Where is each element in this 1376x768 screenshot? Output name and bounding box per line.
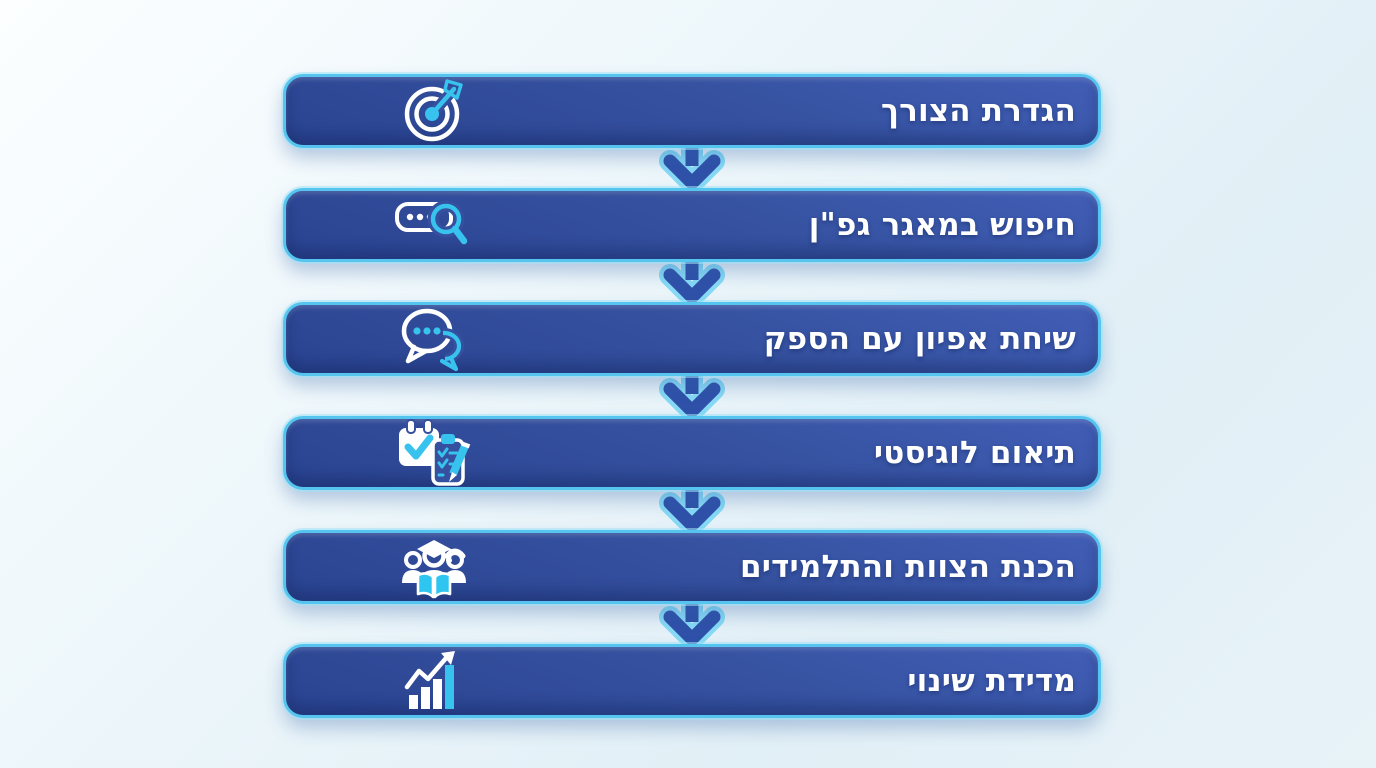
step-label: שיחת אפיון עם הספק bbox=[763, 321, 1076, 357]
flow-connector bbox=[283, 372, 1101, 422]
target-icon bbox=[394, 75, 474, 147]
step-bar-define-need: הגדרת הצורך bbox=[283, 74, 1101, 148]
step-label: הגדרת הצורך bbox=[881, 93, 1076, 129]
step-label: תיאום לוגיסטי bbox=[873, 435, 1076, 471]
step-bar-search-gefen: חיפוש במאגר גפ"ן bbox=[283, 188, 1101, 262]
process-flowchart: הגדרת הצורך חיפוש במאגר גפ"ן bbox=[283, 74, 1101, 718]
step-label: חיפוש במאגר גפ"ן bbox=[808, 207, 1076, 243]
step-bar-prepare-team: הכנת הצוות והתלמידים bbox=[283, 530, 1101, 604]
step-label: מדידת שינוי bbox=[907, 663, 1076, 699]
down-arrow-icon bbox=[659, 372, 725, 422]
step-bar-supplier-call: שיחת אפיון עם הספק bbox=[283, 302, 1101, 376]
flow-connector bbox=[283, 486, 1101, 536]
flow-connector bbox=[283, 258, 1101, 308]
flow-connector bbox=[283, 600, 1101, 650]
growth-chart-icon bbox=[394, 645, 474, 717]
chat-bubbles-icon bbox=[394, 303, 474, 375]
down-arrow-icon bbox=[659, 258, 725, 308]
search-icon bbox=[394, 189, 474, 261]
step-bar-measure-change: מדידת שינוי bbox=[283, 644, 1101, 718]
flow-connector bbox=[283, 144, 1101, 194]
team-graduation-icon bbox=[394, 531, 474, 603]
down-arrow-icon bbox=[659, 600, 725, 650]
step-label: הכנת הצוות והתלמידים bbox=[739, 549, 1076, 585]
down-arrow-icon bbox=[659, 144, 725, 194]
step-bar-logistics: תיאום לוגיסטי bbox=[283, 416, 1101, 490]
down-arrow-icon bbox=[659, 486, 725, 536]
calendar-checklist-icon bbox=[394, 417, 474, 489]
